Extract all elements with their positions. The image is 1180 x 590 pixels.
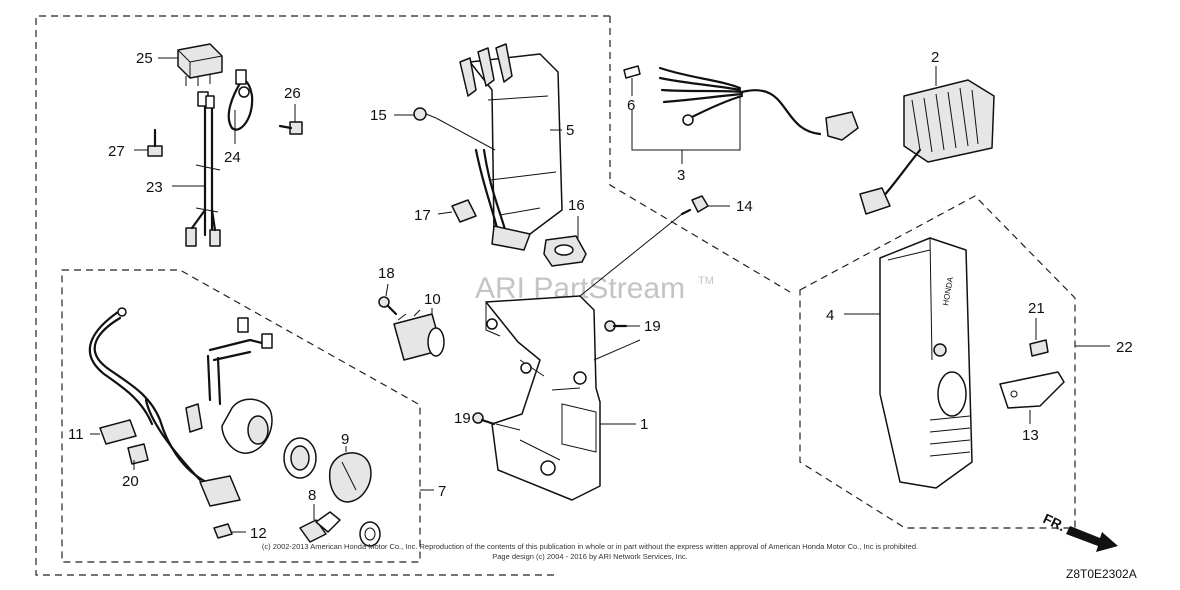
callout-8: 8 <box>308 487 316 504</box>
part-21-label <box>1029 339 1049 357</box>
part-13-plate <box>999 371 1065 409</box>
callout-17: 17 <box>414 207 431 224</box>
callout-24: 24 <box>224 149 241 166</box>
part-5-wire-guide <box>459 43 563 251</box>
part-1-bracket <box>485 295 601 501</box>
part-12-label <box>213 523 233 539</box>
front-direction-indicator: FR. <box>1041 510 1118 552</box>
callout-13: 13 <box>1022 427 1039 444</box>
callout-26: 26 <box>284 85 301 102</box>
callout-19-upper: 19 <box>644 318 661 335</box>
copyright-line-1: (c) 2002-2013 American Honda Motor Co., … <box>262 542 918 551</box>
part-4-cover <box>879 237 973 489</box>
callout-15: 15 <box>370 107 387 124</box>
part-24-ground-wire <box>227 69 254 131</box>
part-15-grommet <box>413 107 437 121</box>
part-7-switch-assembly <box>88 307 273 507</box>
watermark-tm: TM <box>698 275 714 287</box>
callout-5: 5 <box>566 122 574 139</box>
group-outline-switch <box>61 269 421 563</box>
callout-20: 20 <box>122 473 139 490</box>
callout-23: 23 <box>146 179 163 196</box>
part-9-key-cap <box>328 452 372 503</box>
callout-7: 7 <box>438 483 446 500</box>
part-20-connector <box>127 443 149 465</box>
part-26-bolt <box>278 121 303 135</box>
group-outline-main <box>35 15 610 576</box>
callout-4: 4 <box>826 307 834 324</box>
part-19-screw-lower <box>472 412 496 426</box>
part-10-switch <box>393 309 445 361</box>
group-outline-main-right <box>609 16 791 293</box>
part-6-sleeve <box>623 65 641 79</box>
part-25-connector-cap <box>177 43 223 86</box>
callout-27: 27 <box>108 143 125 160</box>
part-ring-nut <box>283 437 317 479</box>
part-washer <box>359 521 381 547</box>
callout-9: 9 <box>341 431 349 448</box>
callout-1: 1 <box>640 416 648 433</box>
part-3-harness <box>658 66 859 141</box>
group-outline-cover <box>799 195 1076 529</box>
part-18-screw <box>378 296 398 316</box>
part-16-grommet <box>543 235 587 267</box>
part-11-connector <box>99 419 137 445</box>
callout-10: 10 <box>424 291 441 308</box>
callout-18: 18 <box>378 265 395 282</box>
part-8-key <box>299 511 341 543</box>
part-23-harness <box>185 91 221 247</box>
callout-21: 21 <box>1028 300 1045 317</box>
callout-19-lower: 19 <box>454 410 471 427</box>
part-17-clip <box>451 199 477 223</box>
callout-3: 3 <box>677 167 685 184</box>
callout-11: 11 <box>68 426 84 443</box>
copyright-line-2: Page design (c) 2004 - 2016 by ARI Netwo… <box>492 552 688 561</box>
front-direction-label: FR. <box>1041 510 1068 534</box>
callout-16: 16 <box>568 197 585 214</box>
callout-25: 25 <box>136 50 153 67</box>
part-19-screw-upper <box>604 320 628 332</box>
callout-22: 22 <box>1116 339 1133 356</box>
callout-6: 6 <box>627 97 635 114</box>
part-2-regulator <box>859 79 995 215</box>
callout-12: 12 <box>250 525 267 542</box>
front-arrow-icon <box>1066 526 1118 552</box>
diagram-code: Z8T0E2302A <box>1066 567 1137 581</box>
leader-lines <box>90 57 1110 533</box>
callout-14: 14 <box>736 198 753 215</box>
callout-2: 2 <box>931 49 939 66</box>
part-14-bolt <box>680 195 709 216</box>
part-27-bolt <box>147 128 163 157</box>
